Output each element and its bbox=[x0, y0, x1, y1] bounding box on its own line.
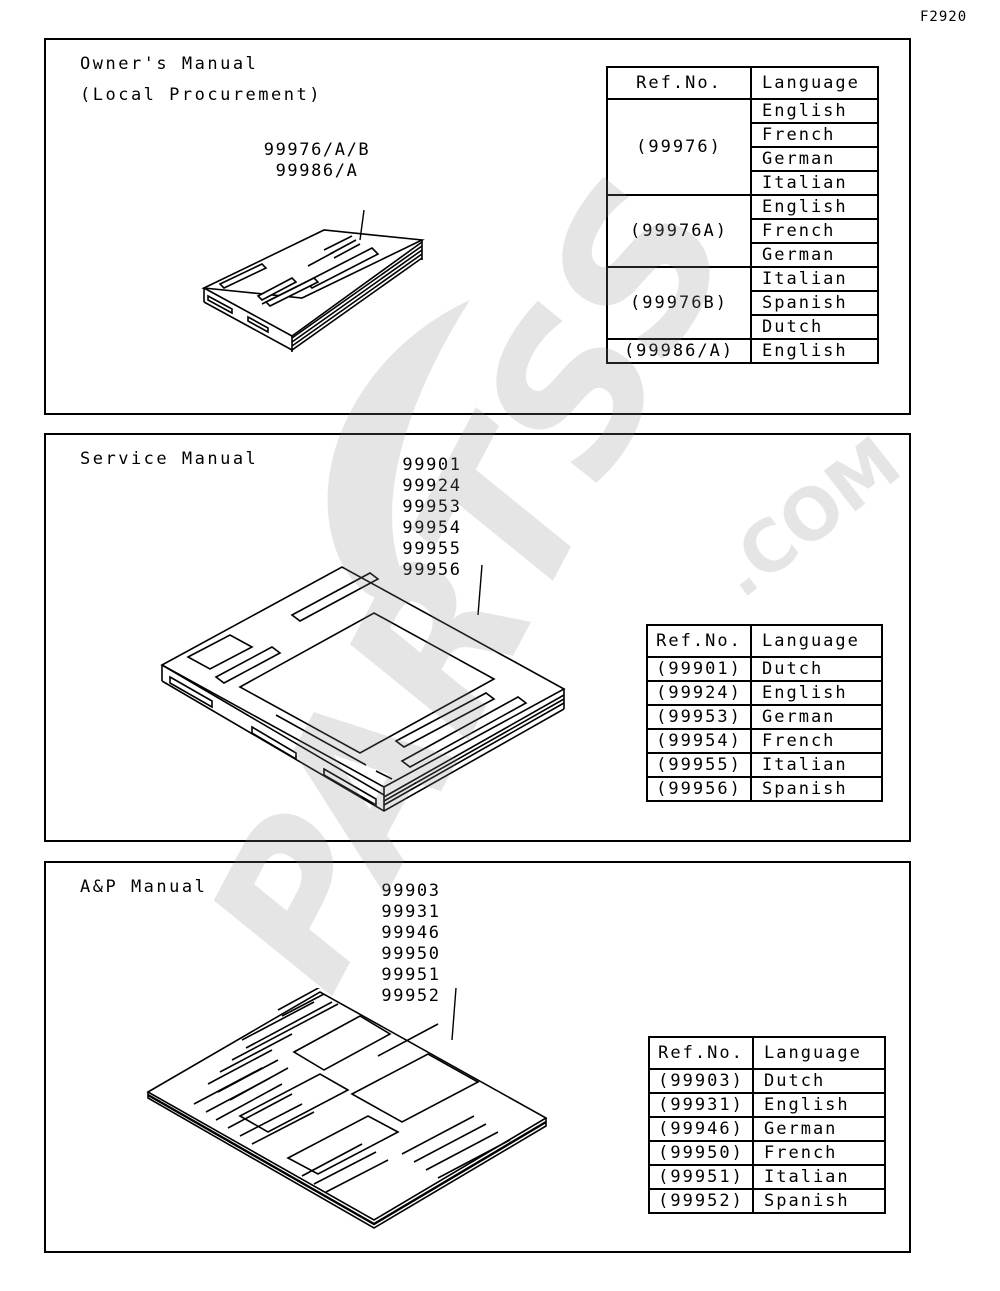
part-number[interactable]: 99950 bbox=[381, 944, 441, 964]
table-row: Spanish bbox=[607, 290, 879, 316]
language: German bbox=[750, 242, 879, 268]
col-header-language: Language bbox=[752, 1036, 886, 1070]
part-number[interactable]: 99955 bbox=[402, 539, 462, 559]
col-header-language: Language bbox=[750, 624, 883, 658]
language: French bbox=[750, 218, 879, 244]
table-row: (99903)Dutch bbox=[648, 1068, 886, 1094]
ref-number[interactable]: (99946) bbox=[648, 1116, 754, 1142]
language: English bbox=[750, 98, 879, 124]
language: French bbox=[750, 122, 879, 148]
part-number[interactable]: 99952 bbox=[381, 986, 441, 1006]
table-row: (99954)French bbox=[646, 728, 883, 754]
ref-number[interactable]: (99901) bbox=[646, 656, 752, 682]
col-header-ref: Ref.No. bbox=[646, 624, 752, 658]
table-row: (99951)Italian bbox=[648, 1164, 886, 1190]
ref-number[interactable]: (99950) bbox=[648, 1140, 754, 1166]
language: French bbox=[750, 728, 883, 754]
owners-manual-panel: Owner's Manual (Local Procurement) 99976… bbox=[44, 38, 911, 415]
service-part-numbers: 99901 99924 99953 99954 99955 99956 bbox=[392, 455, 472, 581]
col-header-language: Language bbox=[750, 66, 879, 100]
ap-manual-title: A&P Manual bbox=[80, 877, 208, 897]
part-number[interactable]: 99956 bbox=[402, 560, 462, 580]
ap-manual-panel: A&P Manual 99903 99931 99946 99950 99951… bbox=[44, 861, 911, 1253]
language: French bbox=[752, 1140, 886, 1166]
ref-number[interactable]: (99986/A) bbox=[606, 338, 752, 364]
table-row: German bbox=[607, 146, 879, 172]
ap-part-numbers: 99903 99931 99946 99950 99951 99952 bbox=[371, 881, 451, 1007]
language: Italian bbox=[750, 170, 879, 196]
language: Spanish bbox=[752, 1188, 886, 1214]
col-header-ref: Ref.No. bbox=[648, 1036, 754, 1070]
ref-number[interactable]: (99953) bbox=[646, 704, 752, 730]
owners-part-numbers: 99976/A/B 99986/A bbox=[252, 140, 382, 182]
ref-number[interactable]: (99951) bbox=[648, 1164, 754, 1190]
owners-ref-table: Ref.No. Language (99976) English French … bbox=[606, 66, 879, 364]
table-row: (99976) English bbox=[606, 98, 879, 196]
language: Italian bbox=[752, 1164, 886, 1190]
language: English bbox=[750, 680, 883, 706]
language: German bbox=[750, 146, 879, 172]
language: English bbox=[750, 338, 879, 364]
language: German bbox=[752, 1116, 886, 1142]
language: Spanish bbox=[750, 776, 883, 802]
table-row: Dutch bbox=[607, 314, 879, 340]
part-number[interactable]: 99951 bbox=[381, 965, 441, 985]
table-row: (99931)English bbox=[648, 1092, 886, 1118]
language: Dutch bbox=[750, 656, 883, 682]
service-ref-table: Ref.No. Language (99901)Dutch (99924)Eng… bbox=[646, 624, 883, 802]
table-row: (99986/A) English bbox=[606, 338, 879, 364]
figure-code: F2920 bbox=[920, 9, 968, 25]
service-manual-title: Service Manual bbox=[80, 449, 259, 469]
ref-number[interactable]: (99931) bbox=[648, 1092, 754, 1118]
part-number[interactable]: 99986/A bbox=[275, 161, 359, 181]
part-number[interactable]: 99901 bbox=[402, 455, 462, 475]
ref-number[interactable]: (99956) bbox=[646, 776, 752, 802]
part-number[interactable]: 99954 bbox=[402, 518, 462, 538]
table-row: (99924)English bbox=[646, 680, 883, 706]
table-row: (99952)Spanish bbox=[648, 1188, 886, 1214]
part-number[interactable]: 99903 bbox=[381, 881, 441, 901]
ref-number[interactable]: (99952) bbox=[648, 1188, 754, 1214]
part-number[interactable]: 99953 bbox=[402, 497, 462, 517]
table-row: (99955)Italian bbox=[646, 752, 883, 778]
ref-number[interactable]: (99955) bbox=[646, 752, 752, 778]
col-header-ref: Ref.No. bbox=[606, 66, 752, 100]
language: Dutch bbox=[752, 1068, 886, 1094]
part-number[interactable]: 99976/A/B bbox=[263, 140, 371, 160]
language: English bbox=[752, 1092, 886, 1118]
part-number[interactable]: 99924 bbox=[402, 476, 462, 496]
owners-manual-illustration bbox=[201, 210, 425, 352]
ref-number[interactable]: (99976A) bbox=[606, 194, 752, 268]
table-row: (99901)Dutch bbox=[646, 656, 883, 682]
ref-number[interactable]: (99903) bbox=[648, 1068, 754, 1094]
language: Spanish bbox=[750, 290, 879, 316]
ref-number[interactable]: (99924) bbox=[646, 680, 752, 706]
table-row: (99953)German bbox=[646, 704, 883, 730]
table-row: French bbox=[607, 218, 879, 244]
part-number[interactable]: 99931 bbox=[381, 902, 441, 922]
ap-ref-table: Ref.No. Language (99903)Dutch (99931)Eng… bbox=[648, 1036, 886, 1214]
table-row: Italian bbox=[607, 170, 879, 196]
language: English bbox=[750, 194, 879, 220]
table-row: (99950)French bbox=[648, 1140, 886, 1166]
owners-manual-title: Owner's Manual bbox=[80, 54, 259, 74]
table-row: French bbox=[607, 122, 879, 148]
service-manual-illustration bbox=[160, 565, 566, 812]
table-row: (99946)German bbox=[648, 1116, 886, 1142]
language: Dutch bbox=[750, 314, 879, 340]
language: Italian bbox=[750, 752, 883, 778]
owners-manual-subtitle: (Local Procurement) bbox=[80, 85, 322, 105]
ap-manual-illustration bbox=[146, 988, 548, 1229]
table-row: (99976B) Italian bbox=[606, 266, 879, 340]
table-row: (99976A) English bbox=[606, 194, 879, 268]
language: Italian bbox=[750, 266, 879, 292]
ref-number[interactable]: (99976B) bbox=[606, 266, 752, 340]
table-row: German bbox=[607, 242, 879, 268]
service-manual-panel: Service Manual 99901 99924 99953 99954 9… bbox=[44, 433, 911, 842]
ref-number[interactable]: (99976) bbox=[606, 98, 752, 196]
part-number[interactable]: 99946 bbox=[381, 923, 441, 943]
table-row: (99956)Spanish bbox=[646, 776, 883, 802]
language: German bbox=[750, 704, 883, 730]
ref-number[interactable]: (99954) bbox=[646, 728, 752, 754]
